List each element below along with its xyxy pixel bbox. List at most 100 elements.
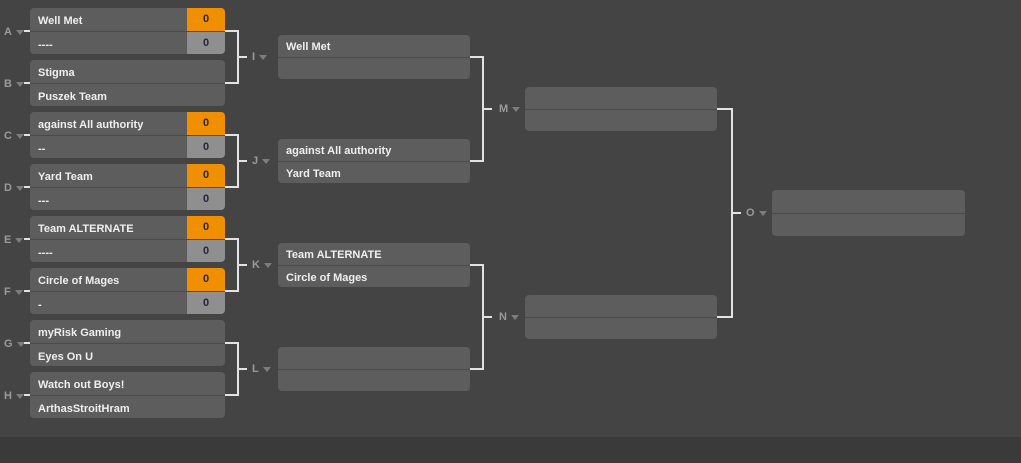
- score-badge: 0: [187, 188, 225, 210]
- match-letter: A: [4, 26, 12, 38]
- chevron-down-icon: [263, 262, 272, 268]
- connector-line: [470, 56, 482, 58]
- score-badge: 0: [187, 112, 225, 135]
- chevron-down-icon: [14, 289, 23, 295]
- connector-line: [482, 108, 492, 110]
- chevron-down-icon: [15, 393, 24, 399]
- match-n: [525, 295, 717, 339]
- team-name: myRisk Gaming: [38, 327, 122, 339]
- team-slot[interactable]: Watch out Boys!: [30, 372, 225, 395]
- match-letter: K: [252, 259, 260, 271]
- match-label-j[interactable]: J: [252, 153, 271, 169]
- match-label-a[interactable]: A: [4, 24, 24, 40]
- match-label-o[interactable]: O: [746, 205, 767, 221]
- team-slot[interactable]: Well Met: [278, 35, 470, 57]
- match-letter: F: [4, 286, 11, 298]
- match-label-f[interactable]: F: [4, 284, 23, 300]
- team-name: Yard Team: [286, 168, 341, 180]
- match-label-n[interactable]: N: [499, 309, 519, 325]
- chevron-down-icon: [262, 366, 271, 372]
- match-letter: L: [252, 363, 259, 375]
- match-letter: D: [4, 182, 12, 194]
- match-h: Watch out Boys! ArthasStroitHram: [30, 372, 225, 418]
- team-slot[interactable]: Puszek Team: [30, 83, 225, 106]
- team-slot[interactable]: ----0: [30, 239, 225, 262]
- match-i: Well Met: [278, 35, 470, 79]
- score-badge: 0: [187, 136, 225, 158]
- team-slot[interactable]: -0: [30, 291, 225, 314]
- team-slot[interactable]: [772, 190, 965, 213]
- seed-dash: [24, 134, 30, 136]
- team-slot[interactable]: [525, 109, 717, 131]
- connector-line: [717, 108, 731, 110]
- connector-line: [225, 134, 237, 136]
- match-m: [525, 87, 717, 131]
- match-label-l[interactable]: L: [252, 361, 271, 377]
- connector-line: [482, 316, 492, 318]
- match-k: Team ALTERNATE Circle of Mages: [278, 243, 470, 287]
- seed-dash: [24, 290, 30, 292]
- connector-line: [731, 212, 741, 214]
- match-label-m[interactable]: M: [499, 101, 521, 117]
- seed-dash: [24, 186, 30, 188]
- match-label-e[interactable]: E: [4, 232, 24, 248]
- chevron-down-icon: [15, 29, 24, 35]
- score-badge: 0: [187, 164, 225, 187]
- team-name: Circle of Mages: [38, 275, 120, 287]
- match-label-c[interactable]: C: [4, 128, 24, 144]
- team-slot[interactable]: Circle of Mages: [278, 265, 470, 287]
- team-slot[interactable]: Team ALTERNATE: [278, 243, 470, 265]
- chevron-down-icon: [758, 210, 767, 216]
- chevron-down-icon: [15, 237, 24, 243]
- team-slot[interactable]: ----0: [30, 31, 225, 54]
- team-name: Puszek Team: [38, 91, 107, 103]
- match-label-g[interactable]: G: [4, 336, 25, 352]
- match-label-k[interactable]: K: [252, 257, 272, 273]
- connector-line: [470, 264, 482, 266]
- team-slot[interactable]: myRisk Gaming: [30, 320, 225, 343]
- team-slot[interactable]: [525, 87, 717, 109]
- connector-line: [237, 160, 247, 162]
- match-letter: I: [252, 51, 256, 63]
- team-slot[interactable]: ---0: [30, 187, 225, 210]
- match-letter: E: [4, 234, 12, 246]
- seed-dash: [24, 82, 30, 84]
- match-letter: O: [746, 207, 755, 219]
- team-slot[interactable]: Yard Team: [278, 161, 470, 183]
- match-label-d[interactable]: D: [4, 180, 24, 196]
- team-slot[interactable]: against All authority: [278, 139, 470, 161]
- connector-line: [225, 186, 237, 188]
- match-label-h[interactable]: H: [4, 388, 24, 404]
- team-name: Well Met: [286, 41, 331, 53]
- team-slot[interactable]: Stigma: [30, 60, 225, 83]
- match-letter: N: [499, 311, 507, 323]
- connector-line: [237, 368, 247, 370]
- seed-dash: [24, 30, 30, 32]
- team-slot[interactable]: [525, 295, 717, 317]
- team-name: Team ALTERNATE: [38, 223, 134, 235]
- team-slot[interactable]: [278, 347, 470, 369]
- team-name: -: [38, 299, 42, 311]
- team-slot[interactable]: --0: [30, 135, 225, 158]
- team-name: against All authority: [286, 145, 392, 157]
- team-slot[interactable]: [772, 213, 965, 236]
- team-slot[interactable]: [278, 369, 470, 391]
- chevron-down-icon: [15, 81, 24, 87]
- match-label-i[interactable]: I: [252, 49, 268, 65]
- team-name: ArthasStroitHram: [38, 403, 130, 415]
- team-slot[interactable]: Eyes On U: [30, 343, 225, 366]
- team-slot[interactable]: [278, 57, 470, 79]
- team-slot[interactable]: [525, 317, 717, 339]
- match-label-b[interactable]: B: [4, 76, 24, 92]
- chevron-down-icon: [15, 133, 24, 139]
- match-letter: M: [499, 103, 509, 115]
- team-slot[interactable]: ArthasStroitHram: [30, 395, 225, 418]
